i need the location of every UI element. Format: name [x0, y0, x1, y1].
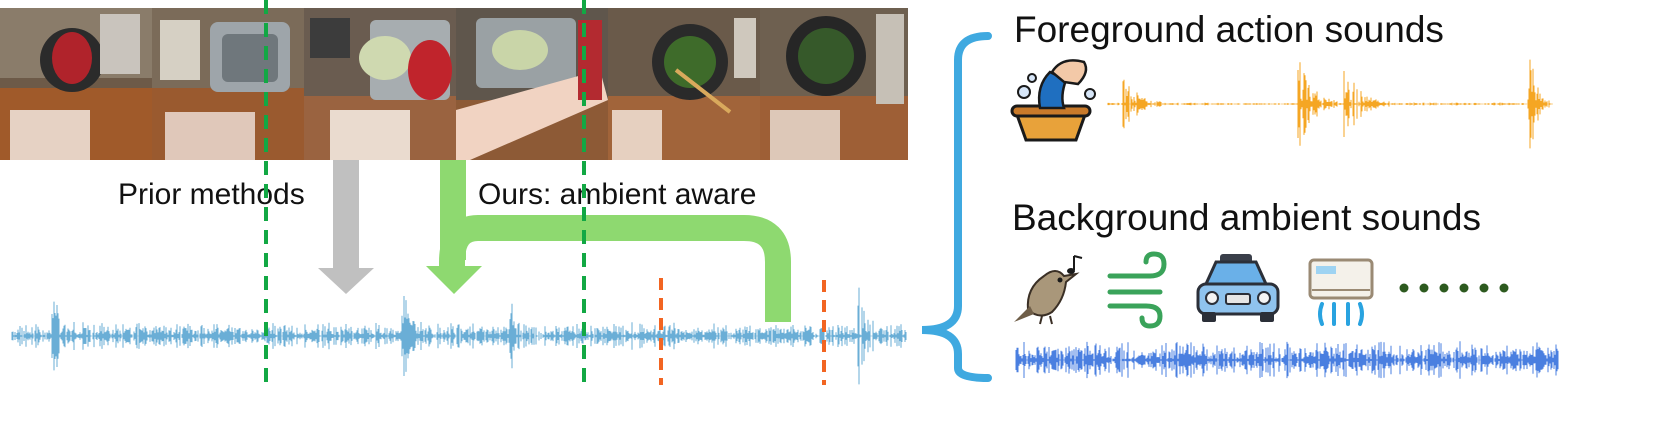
- main-audio-waveform: [11, 287, 907, 385]
- prior-methods-label: Prior methods: [118, 178, 305, 211]
- more-dots-icon: [1399, 283, 1509, 293]
- ellipsis-dot: [1479, 283, 1489, 293]
- orange-marker-lines: [659, 278, 826, 385]
- prior-methods-arrow: [318, 160, 374, 294]
- air-conditioner-icon: [1308, 258, 1374, 326]
- washing-hands-icon: [1010, 59, 1096, 142]
- car-icon: [1196, 254, 1280, 322]
- foreground-audio-waveform: [1107, 59, 1553, 149]
- ellipsis-dot: [1459, 283, 1469, 293]
- foreground-sounds-label: Foreground action sounds: [1014, 9, 1444, 50]
- video-frame-3: [304, 8, 456, 160]
- video-frame-1: [0, 8, 152, 160]
- curly-bracket: [921, 32, 992, 382]
- ours-label: Ours: ambient aware: [478, 178, 756, 211]
- wind-icon: [1107, 251, 1167, 329]
- bird-singing-icon: [1014, 255, 1083, 325]
- waveform-path: [1107, 59, 1553, 149]
- waveform-path: [11, 287, 907, 385]
- ellipsis-dot: [1439, 283, 1449, 293]
- video-frame-4: [456, 8, 608, 160]
- background-audio-waveform: [1015, 341, 1559, 379]
- video-frame-5: [608, 8, 760, 160]
- ellipsis-dot: [1499, 283, 1509, 293]
- video-frame-2: [152, 8, 304, 160]
- green-marker-lines: [264, 0, 586, 385]
- waveform-path: [1015, 341, 1559, 379]
- video-frames-strip: [0, 8, 908, 160]
- ellipsis-dot: [1419, 283, 1429, 293]
- background-sounds-label: Background ambient sounds: [1012, 197, 1481, 238]
- video-frame-6: [760, 8, 908, 160]
- ambient-aware-arrow: [426, 160, 791, 322]
- ellipsis-dot: [1399, 283, 1409, 293]
